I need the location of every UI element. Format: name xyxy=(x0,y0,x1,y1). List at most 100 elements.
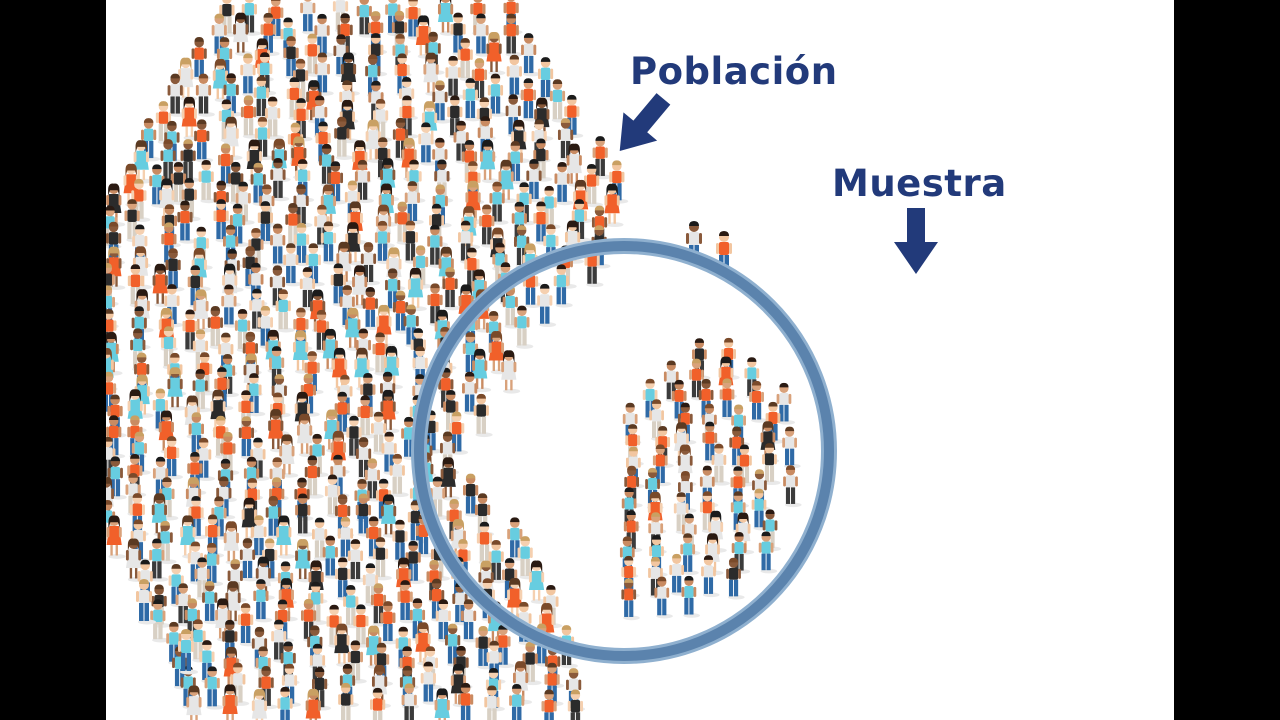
person-icon xyxy=(592,136,612,180)
person-icon xyxy=(401,683,417,720)
person-icon xyxy=(233,12,253,56)
person-icon xyxy=(221,284,241,328)
person-icon xyxy=(136,579,156,625)
person-icon xyxy=(170,161,190,206)
person-icon xyxy=(533,201,553,245)
person-icon xyxy=(488,539,508,584)
illustration xyxy=(106,0,938,720)
person-icon xyxy=(372,98,392,143)
person-icon xyxy=(380,389,400,434)
person-icon xyxy=(674,422,693,465)
person-icon xyxy=(473,13,493,57)
person-icon xyxy=(776,382,796,425)
person-icon xyxy=(427,224,447,268)
sample-group xyxy=(411,238,837,664)
person-icon xyxy=(293,222,313,267)
person-icon xyxy=(541,689,557,720)
person-icon xyxy=(537,283,557,328)
person-icon xyxy=(397,580,417,624)
person-icon xyxy=(234,309,254,353)
person-icon xyxy=(501,350,521,394)
person-icon xyxy=(311,517,331,561)
person-icon xyxy=(389,453,409,498)
person-icon xyxy=(621,578,640,621)
person-icon xyxy=(392,117,412,162)
person-icon xyxy=(457,38,477,82)
sample-crowd xyxy=(619,337,802,621)
person-icon xyxy=(312,667,332,711)
person-icon xyxy=(458,682,474,720)
person-icon xyxy=(526,159,546,203)
person-icon xyxy=(521,33,541,77)
population-crowd xyxy=(106,0,736,720)
person-icon xyxy=(372,537,392,581)
person-icon xyxy=(553,264,573,308)
person-icon xyxy=(338,682,354,720)
person-icon xyxy=(106,515,126,559)
person-icon xyxy=(380,601,400,645)
left-letterbox xyxy=(0,0,106,720)
person-icon xyxy=(305,688,321,720)
person-icon xyxy=(125,538,145,582)
person-icon xyxy=(275,289,295,333)
person-icon xyxy=(432,80,452,124)
person-icon xyxy=(484,685,500,720)
person-icon xyxy=(783,465,802,508)
person-icon xyxy=(292,330,312,374)
person-icon xyxy=(472,348,492,393)
person-icon xyxy=(240,53,260,97)
person-icon xyxy=(445,55,465,100)
person-icon xyxy=(149,538,169,582)
person-icon xyxy=(150,599,170,643)
person-icon xyxy=(460,599,480,643)
person-icon xyxy=(557,118,577,162)
person-icon xyxy=(337,13,357,57)
person-icon xyxy=(253,76,273,120)
person-icon xyxy=(152,263,172,308)
person-icon xyxy=(268,409,288,453)
person-icon xyxy=(352,265,372,309)
person-icon xyxy=(283,243,303,287)
person-icon xyxy=(304,455,324,499)
person-icon xyxy=(758,531,778,574)
person-icon xyxy=(407,267,427,312)
person-icon xyxy=(476,521,496,565)
person-icon xyxy=(198,160,218,204)
person-icon xyxy=(186,685,202,720)
person-icon xyxy=(152,388,172,432)
person-icon xyxy=(402,220,422,264)
person-icon xyxy=(180,515,200,559)
person-icon xyxy=(370,411,390,455)
person-icon xyxy=(567,689,583,720)
person-icon xyxy=(749,380,768,423)
person-icon xyxy=(270,158,290,202)
person-icon xyxy=(251,689,268,720)
person-icon xyxy=(296,413,316,458)
person-icon xyxy=(404,181,424,225)
person-icon xyxy=(322,535,342,579)
person-icon xyxy=(689,358,708,401)
person-icon xyxy=(124,199,144,243)
person-icon xyxy=(435,599,455,643)
down-arrow-icon xyxy=(619,93,671,151)
person-icon xyxy=(204,542,224,587)
person-icon xyxy=(332,347,352,392)
person-icon xyxy=(473,393,493,438)
person-icon xyxy=(522,641,542,686)
person-icon xyxy=(334,623,354,667)
person-icon xyxy=(699,491,719,534)
sample-label: Muestra xyxy=(832,162,1007,205)
person-icon xyxy=(253,579,273,623)
person-icon xyxy=(239,538,259,582)
person-icon xyxy=(314,52,334,96)
person-icon xyxy=(462,371,482,415)
person-icon xyxy=(354,159,374,204)
person-icon xyxy=(366,516,386,560)
person-icon xyxy=(434,688,450,720)
right-letterbox xyxy=(1174,0,1280,720)
person-icon xyxy=(347,539,367,583)
person-icon xyxy=(223,521,243,565)
person-icon xyxy=(213,199,233,243)
person-icon xyxy=(554,161,574,206)
person-icon xyxy=(680,533,699,576)
